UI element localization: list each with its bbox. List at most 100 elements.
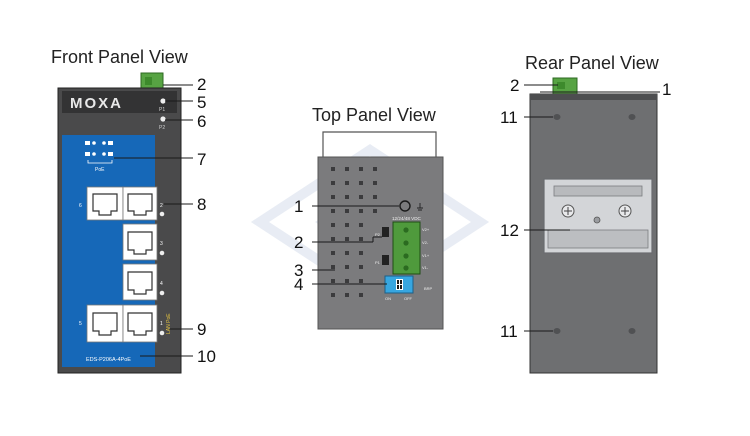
terminal-clip-upper	[382, 227, 389, 237]
vent-hole	[331, 209, 335, 213]
front-callout-8: 8	[197, 195, 207, 214]
top-housing	[317, 156, 444, 330]
led-p2-label: P2	[159, 125, 165, 131]
port-led-column	[159, 211, 165, 336]
rear-mounting-screws	[553, 114, 636, 334]
led-p1	[160, 98, 166, 104]
vent-hole	[331, 293, 335, 297]
vent-hole	[345, 293, 349, 297]
vent-hole	[331, 279, 335, 283]
front-callout-10: 10	[197, 347, 216, 366]
front-callout-lines	[114, 84, 193, 357]
vent-hole	[359, 181, 363, 185]
rj45-port-6	[86, 186, 124, 221]
front-callout-6: 6	[197, 112, 207, 131]
led-p1-label: P1	[159, 107, 165, 113]
vent-hole	[359, 195, 363, 199]
port-number-6: 6	[79, 203, 82, 209]
vent-hole	[373, 181, 377, 185]
terminal-voltage-label: 12/24/48 VDC	[392, 216, 422, 221]
side-mark-p1: P1	[375, 260, 381, 265]
vent-hole	[345, 251, 349, 255]
vent-hole	[359, 293, 363, 297]
terminal-pin-v2-minus: V2-	[422, 240, 429, 245]
dip-switch	[384, 275, 414, 294]
vent-hole	[345, 279, 349, 283]
vent-hole	[359, 237, 363, 241]
vent-hole	[331, 167, 335, 171]
vent-hole	[345, 237, 349, 241]
port-number-5: 5	[79, 321, 82, 327]
rear-callout-1: 1	[662, 80, 672, 99]
rj45-port-3	[122, 223, 158, 261]
model-label: EDS-P206A-4PoE	[86, 357, 131, 363]
rj45-port-2	[122, 186, 158, 221]
vent-hole	[359, 167, 363, 171]
moxa-logo: MOXA	[70, 95, 123, 112]
led-p2	[160, 116, 166, 122]
rj45-port-1	[122, 304, 158, 343]
vent-hole	[331, 195, 335, 199]
rear-callout-11-bottom: 11	[500, 322, 518, 341]
vent-hole	[373, 209, 377, 213]
vent-hole	[331, 251, 335, 255]
din-rail-clip	[543, 178, 653, 254]
top-callout-2: 2	[294, 233, 304, 252]
vent-hole	[331, 223, 335, 227]
power-terminal-block	[392, 221, 421, 275]
dip-state-off: OFF	[404, 296, 413, 301]
rear-callout-lines	[524, 84, 660, 332]
dip-state-on: ON	[385, 296, 391, 301]
vent-hole	[345, 209, 349, 213]
top-callout-4: 4	[294, 275, 304, 294]
poe-led-group-label: PoE	[95, 167, 105, 173]
terminal-clip-lower	[382, 255, 389, 265]
rear-callout-11-top: 11	[500, 108, 518, 127]
vent-hole	[331, 237, 335, 241]
vent-hole	[359, 223, 363, 227]
vent-hole	[345, 265, 349, 269]
vent-hole	[359, 209, 363, 213]
terminal-pin-v1-plus: V1+	[422, 253, 430, 258]
rj45-port-5	[86, 304, 124, 343]
rear-callout-2: 2	[510, 76, 520, 95]
port-number-1: 1	[160, 321, 163, 327]
rear-panel-title: Rear Panel View	[525, 53, 659, 73]
front-callout-7: 7	[197, 150, 207, 169]
side-mark-p2: P2	[375, 232, 381, 237]
lan-poe-vertical-label: LAN PoE	[166, 313, 172, 334]
top-panel-title: Top Panel View	[312, 105, 436, 125]
vent-hole	[345, 181, 349, 185]
top-callout-1: 1	[294, 197, 304, 216]
front-callout-2: 2	[197, 75, 207, 94]
port-number-2: 2	[160, 203, 163, 209]
vent-hole	[359, 265, 363, 269]
ventilation-grid	[331, 167, 377, 297]
vent-hole	[373, 167, 377, 171]
vent-hole	[359, 251, 363, 255]
vent-hole	[373, 195, 377, 199]
port-number-3: 3	[160, 241, 163, 247]
vent-hole	[345, 167, 349, 171]
front-callout-5: 5	[197, 93, 207, 112]
port-number-4: 4	[160, 281, 163, 287]
rj45-port-4	[122, 263, 158, 301]
rear-callout-12: 12	[500, 221, 519, 240]
vent-hole	[331, 265, 335, 269]
dip-label-brp: BRP	[424, 286, 433, 291]
top-bracket	[322, 131, 437, 158]
vent-hole	[359, 279, 363, 283]
vent-hole	[331, 181, 335, 185]
top-callout-lines	[312, 205, 399, 285]
terminal-pin-v2-plus: V2+	[422, 227, 430, 232]
top-callout-3: 3	[294, 261, 304, 280]
front-panel-title: Front Panel View	[51, 47, 188, 67]
vent-hole	[345, 195, 349, 199]
poe-led-cluster	[85, 141, 113, 164]
front-callout-9: 9	[197, 320, 207, 339]
terminal-pin-v1-minus: V1-	[422, 265, 429, 270]
